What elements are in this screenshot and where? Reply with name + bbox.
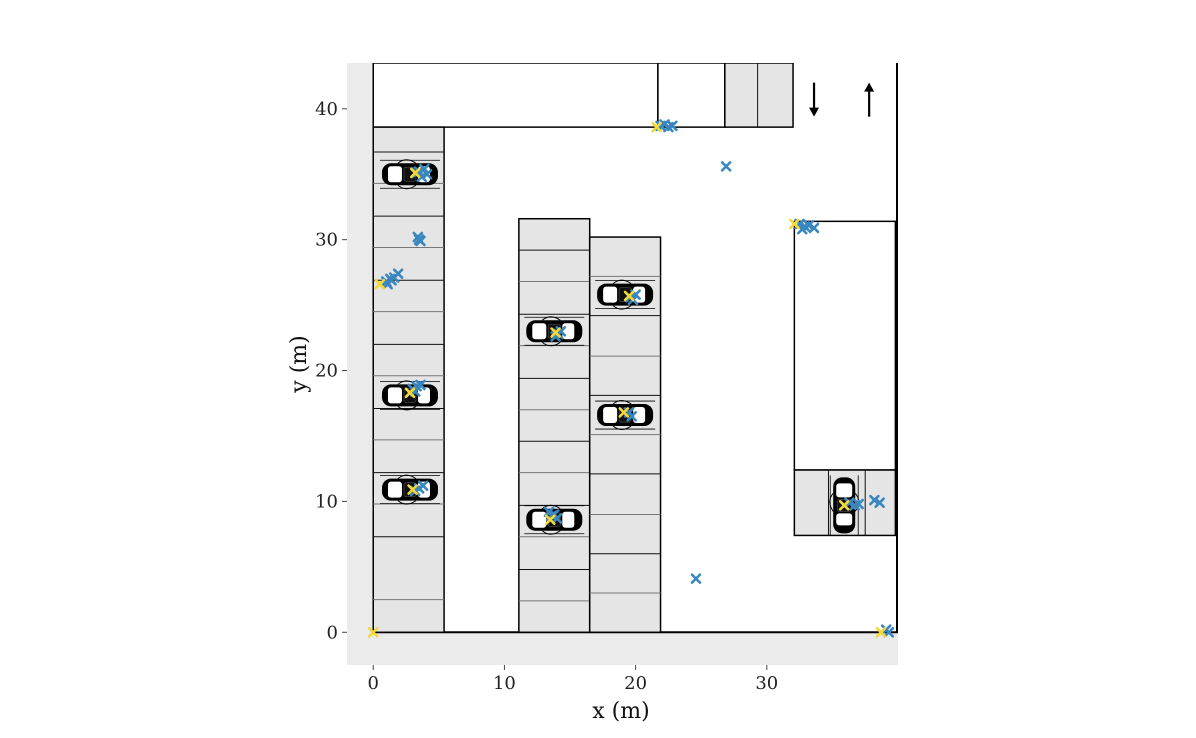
y-tick-label: 10	[315, 491, 338, 512]
car-rear-window	[387, 166, 402, 183]
parking-block-1	[518, 217, 591, 634]
x-axis-title: x (m)	[592, 699, 649, 724]
data-point	[545, 514, 556, 526]
car-mirrors	[612, 400, 632, 431]
axes: 0 10 20 30 0 10 20 30 40	[315, 99, 778, 694]
car-rear-window	[603, 286, 618, 303]
series-0	[381, 119, 895, 638]
y-tick-label: 40	[315, 99, 338, 120]
direction-arrow-up	[864, 82, 875, 117]
parking-block-outline	[518, 217, 591, 634]
map-layer	[372, 63, 898, 634]
building-outline-1	[657, 63, 726, 128]
parking-block-outline	[724, 63, 794, 128]
data-point	[386, 274, 397, 286]
data-point	[409, 167, 421, 179]
car-rear-window	[387, 387, 402, 404]
car-windshield	[562, 511, 575, 528]
car-rear-window	[836, 483, 853, 498]
car-mirrors	[612, 279, 632, 310]
x-tick-label: 20	[624, 673, 647, 694]
data-point	[404, 387, 416, 399]
data-point	[618, 407, 630, 418]
car-windshield	[562, 323, 575, 340]
parking-block-3	[724, 63, 794, 128]
data-point	[690, 573, 702, 584]
y-tick-label: 0	[327, 622, 338, 643]
parked-car-2	[379, 474, 440, 505]
data-point	[874, 497, 885, 509]
parked-car-4	[524, 504, 585, 535]
car-rear-window	[603, 407, 618, 424]
y-tick-label: 30	[315, 230, 338, 251]
data-point	[803, 219, 815, 231]
data-point	[374, 278, 386, 290]
data-point	[875, 626, 887, 638]
data-point	[407, 484, 418, 495]
data-point	[844, 497, 855, 509]
parking-block-outline	[372, 126, 445, 634]
data-point	[367, 626, 379, 638]
data-point	[789, 218, 800, 230]
x-tick-label: 0	[368, 673, 379, 694]
x-tick-label: 30	[755, 673, 778, 694]
data-point	[623, 290, 635, 302]
parked-car-5	[595, 279, 656, 310]
x-tick-label: 10	[493, 673, 516, 694]
car-mirrors	[397, 474, 417, 505]
series-1	[367, 121, 887, 638]
arrow-head	[864, 82, 875, 92]
data-point	[550, 327, 561, 338]
data-point	[853, 498, 864, 510]
data-point	[417, 480, 429, 492]
car-rear-window	[532, 511, 547, 528]
car-windshield	[836, 513, 853, 526]
data-point	[626, 411, 637, 422]
parking-block-0	[372, 126, 445, 634]
data-point	[838, 500, 850, 511]
car-mirrors	[397, 159, 417, 190]
data-point	[413, 234, 425, 245]
data-point	[651, 121, 662, 133]
arrow-head	[809, 107, 820, 117]
data-point	[421, 168, 433, 180]
parked-car-0	[379, 159, 440, 190]
car-mirrors	[541, 504, 561, 535]
data-point	[869, 494, 880, 506]
scatter-points	[367, 119, 895, 638]
building-outline-0	[372, 63, 659, 128]
car-mirrors	[541, 316, 561, 347]
car-rear-window	[387, 481, 402, 498]
y-tick-label: 20	[315, 361, 338, 382]
data-point	[796, 223, 808, 235]
direction-arrow-down	[809, 82, 820, 117]
building-outline-2	[793, 220, 897, 471]
data-point	[883, 626, 895, 638]
car-windshield	[633, 286, 646, 303]
data-point	[667, 120, 678, 132]
y-axis-title: y (m)	[287, 335, 312, 393]
data-point	[808, 222, 820, 234]
car-rear-window	[532, 323, 547, 340]
data-point	[720, 161, 732, 172]
data-point	[419, 163, 430, 175]
